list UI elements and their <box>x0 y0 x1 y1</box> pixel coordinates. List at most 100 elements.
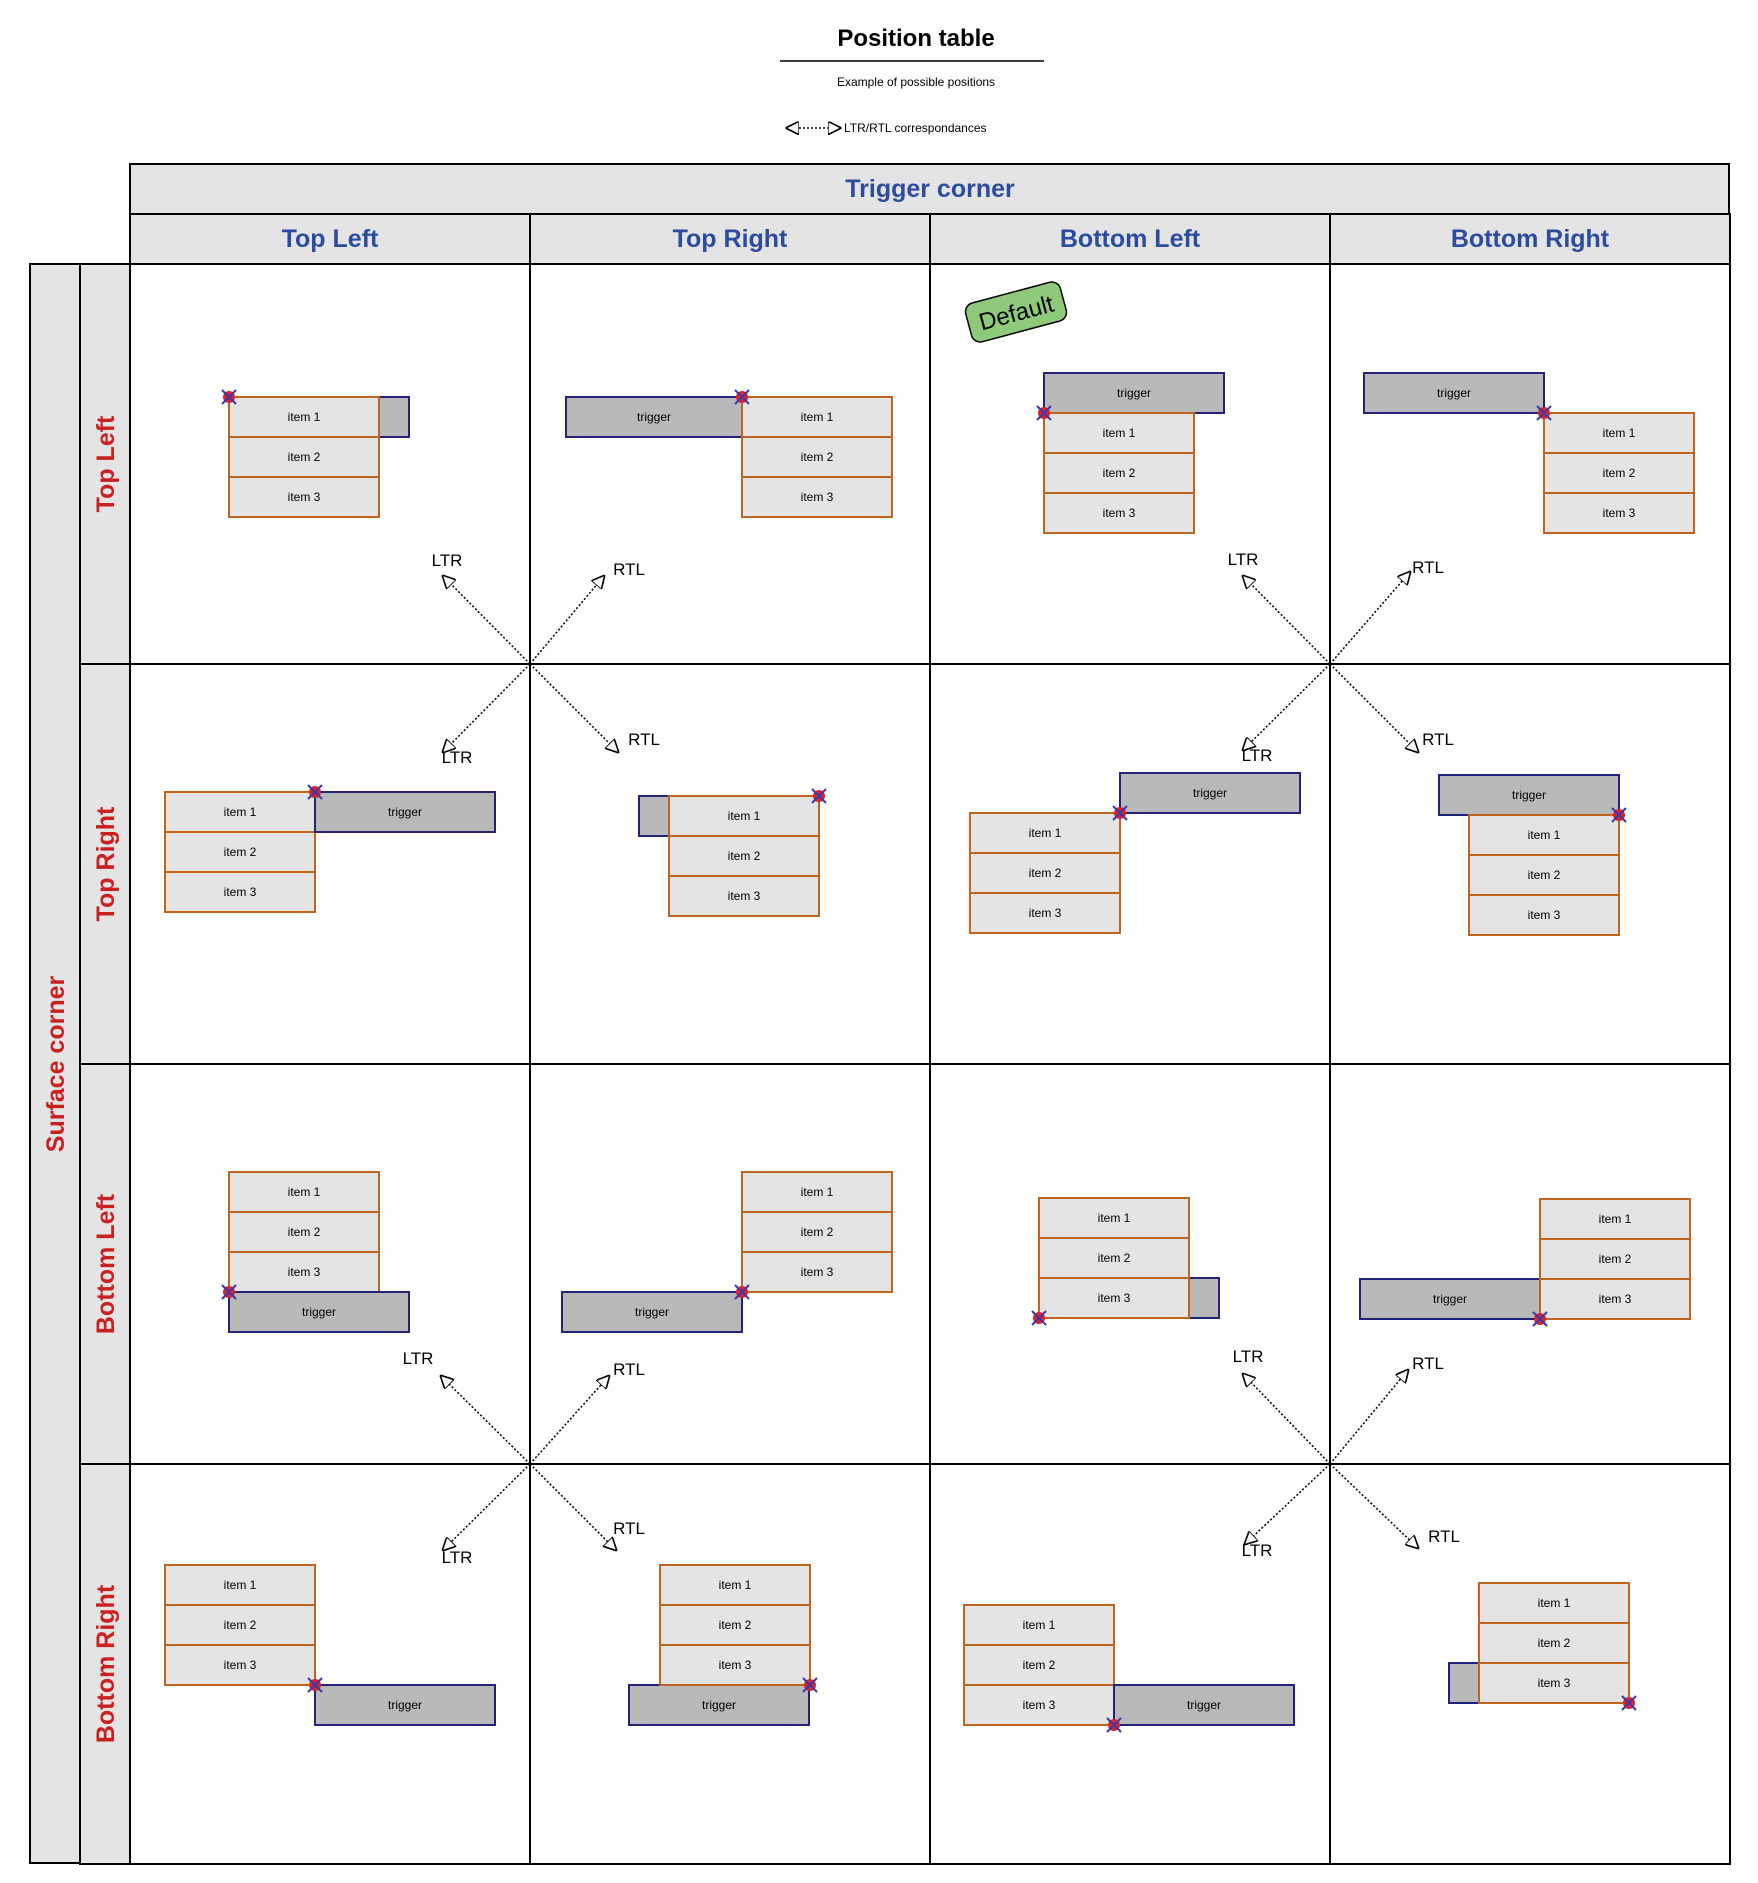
menu-item-label: item 3 <box>1023 1698 1056 1712</box>
menu-item <box>1478 1622 1630 1664</box>
menu-item-label: item 3 <box>1103 506 1136 520</box>
menu-item-label: item 1 <box>801 410 834 424</box>
ltr-label: LTR <box>442 1548 473 1567</box>
direction-arrow-icon <box>529 1463 616 1550</box>
menu-item-label: item 1 <box>1098 1211 1131 1225</box>
row-header-label: Bottom Right <box>92 1584 120 1743</box>
menu-item-label: item 2 <box>801 1225 834 1239</box>
menu-item-label: item 3 <box>801 1265 834 1279</box>
menu-item <box>969 812 1121 854</box>
anchor-point-icon <box>734 389 750 405</box>
anchor-point-icon <box>1621 1695 1637 1711</box>
rtl-label: RTL <box>613 1360 645 1379</box>
trigger-corner-label: Trigger corner <box>845 175 1015 203</box>
menu-item <box>1043 412 1195 454</box>
ltr-label: LTR <box>1233 1347 1264 1366</box>
menu-item-label: item 1 <box>1599 1212 1632 1226</box>
menu-item <box>1468 814 1620 856</box>
menu-item <box>164 1604 316 1646</box>
anchor-point-icon <box>307 784 323 800</box>
menu-item <box>741 396 893 438</box>
rtl-label: RTL <box>1412 558 1444 577</box>
column-header-label: Bottom Left <box>1060 225 1201 253</box>
row-header-cell <box>79 1063 131 1465</box>
menu-item-label: item 2 <box>719 1618 752 1632</box>
menu-item-label: item 2 <box>1023 1658 1056 1672</box>
menu-item-label: item 2 <box>1528 868 1561 882</box>
direction-arrow-icon <box>1329 1370 1408 1465</box>
trigger-label: trigger <box>1117 386 1151 400</box>
menu-item <box>1043 492 1195 534</box>
trigger-box <box>628 1684 810 1726</box>
menu-item-label: item 3 <box>288 490 321 504</box>
row-header-label: Bottom Left <box>92 1193 120 1334</box>
anchor-cross-stroke <box>1536 405 1552 421</box>
trigger-label: trigger <box>702 1698 736 1712</box>
column-header-cell <box>1329 213 1731 265</box>
menu-item-label: item 1 <box>288 410 321 424</box>
trigger-label: trigger <box>1433 1292 1467 1306</box>
trigger-label: trigger <box>388 1698 422 1712</box>
row-header-cell <box>79 1463 131 1865</box>
direction-arrow-icon <box>441 1376 531 1465</box>
diagram-subtitle: Example of possible positions <box>837 75 995 89</box>
trigger-label: trigger <box>637 410 671 424</box>
direction-arrow-icon <box>443 576 531 665</box>
trigger-label: trigger <box>1187 1698 1221 1712</box>
rtl-label: RTL <box>628 730 660 749</box>
column-header-label: Top Left <box>282 225 379 253</box>
menu-item <box>228 476 380 518</box>
direction-arrow-icon <box>1329 572 1410 665</box>
trigger-box <box>1119 772 1301 814</box>
anchor-cross-stroke <box>734 389 750 405</box>
menu-item <box>228 1251 380 1293</box>
trigger-box <box>561 1291 743 1333</box>
menu-item-label: item 1 <box>1528 828 1561 842</box>
menu-item-label: item 1 <box>1029 826 1062 840</box>
menu-item-label: item 2 <box>224 845 257 859</box>
menu-item <box>668 795 820 837</box>
surface-corner-label: Surface corner <box>42 975 70 1152</box>
rtl-label: RTL <box>1428 1527 1460 1546</box>
anchor-cross-stroke <box>1112 805 1128 821</box>
anchor-point-icon <box>734 1284 750 1300</box>
ltr-label: LTR <box>432 551 463 570</box>
anchor-cross-stroke <box>307 784 323 800</box>
menu-item <box>741 1211 893 1253</box>
direction-arrow-icon <box>529 576 604 665</box>
menu-item <box>164 1644 316 1686</box>
menu-item-label: item 3 <box>1098 1291 1131 1305</box>
menu-item-label: item 3 <box>224 885 257 899</box>
menu-item-label: item 1 <box>288 1185 321 1199</box>
anchor-cross-stroke <box>1036 405 1052 421</box>
menu-item-label: item 2 <box>1098 1251 1131 1265</box>
menu-item-label: item 2 <box>1603 466 1636 480</box>
menu-item <box>164 831 316 873</box>
menu-item <box>1043 452 1195 494</box>
menu-item <box>164 791 316 833</box>
menu-item-label: item 3 <box>1029 906 1062 920</box>
menu-item-label: item 1 <box>1603 426 1636 440</box>
trigger-label: trigger <box>388 805 422 819</box>
menu-item-label: item 1 <box>224 805 257 819</box>
default-badge: Default <box>964 281 1068 343</box>
anchor-point-icon <box>221 389 237 405</box>
anchor-cross-stroke <box>734 1284 750 1300</box>
anchor-point-icon <box>1611 807 1627 823</box>
menu-item <box>963 1644 1115 1686</box>
anchor-point-icon <box>1112 805 1128 821</box>
diagram-title: Position table <box>837 25 994 52</box>
anchor-cross-stroke <box>307 1677 323 1693</box>
trigger-box <box>1113 1684 1295 1726</box>
menu-item-label: item 2 <box>801 450 834 464</box>
direction-arrow-icon <box>1329 663 1418 752</box>
rtl-label: RTL <box>613 1519 645 1538</box>
menu-item-label: item 3 <box>1603 506 1636 520</box>
menu-item-label: item 3 <box>288 1265 321 1279</box>
direction-arrow-icon <box>1245 1463 1331 1544</box>
anchor-point-icon <box>802 1677 818 1693</box>
menu-item-label: item 3 <box>1528 908 1561 922</box>
trigger-label: trigger <box>1512 788 1546 802</box>
menu-item <box>741 436 893 478</box>
